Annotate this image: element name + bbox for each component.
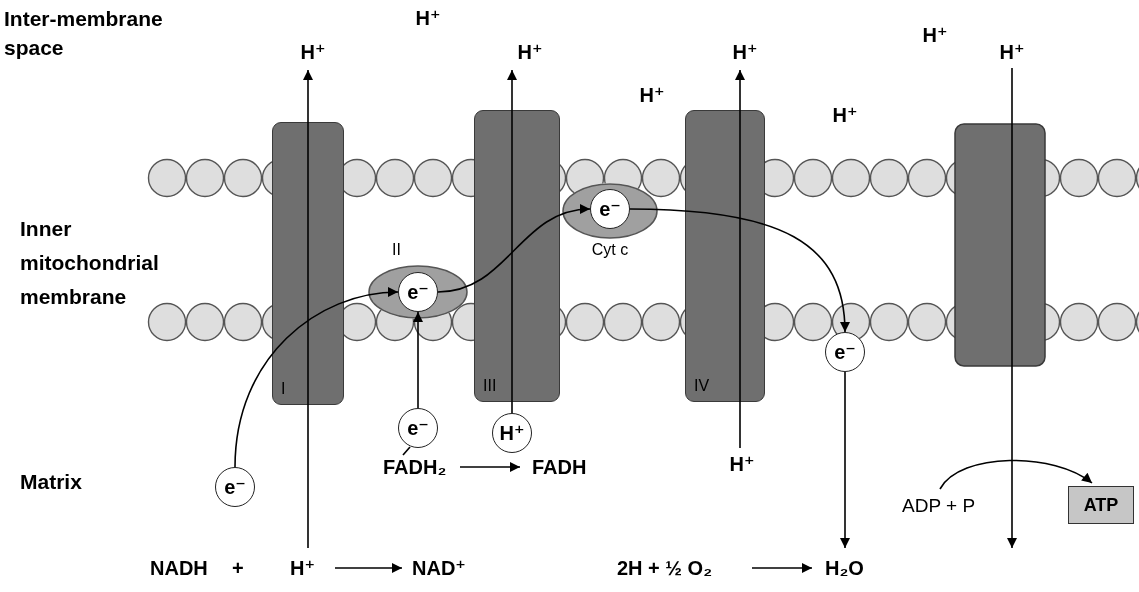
reaction-term: FADH: [532, 455, 586, 479]
phospholipid-head: [225, 304, 262, 341]
atp-label: ATP: [1084, 496, 1119, 514]
phospholipid-head: [909, 160, 946, 197]
phosphorylation-arrow: [940, 460, 1092, 489]
phospholipid-head: [643, 304, 680, 341]
electron-circle: e⁻: [398, 272, 438, 312]
phospholipid-head: [909, 304, 946, 341]
phospholipid-head: [1061, 304, 1098, 341]
proton-label: H⁺: [923, 23, 948, 47]
phospholipid-head: [1137, 304, 1139, 341]
phospholipid-head: [415, 160, 452, 197]
electron-path: [417, 312, 419, 408]
proton-symbol: H⁺: [500, 423, 525, 443]
phospholipid-head: [377, 160, 414, 197]
proton-label: H⁺: [301, 40, 326, 64]
protein-complex: IV: [685, 110, 765, 402]
backing: [685, 110, 765, 402]
atp-box: ATP: [1068, 486, 1134, 524]
carrier-shape: [369, 266, 467, 318]
proton-label: H⁺: [1000, 40, 1025, 64]
phospholipid-head: [567, 304, 604, 341]
reaction-term: H₂O: [825, 556, 864, 580]
electron-symbol: e⁻: [599, 199, 621, 219]
reaction-term: H⁺: [290, 556, 315, 580]
electron-symbol: e⁻: [224, 477, 246, 497]
complex-label: I: [281, 379, 285, 398]
carrier-label: II: [392, 240, 401, 259]
backing: [474, 110, 560, 402]
electron-circle: e⁻: [398, 408, 438, 448]
reaction-term: 2H + ½ O₂: [617, 556, 712, 580]
carrier-shape: [563, 184, 657, 238]
reaction-arrow: [460, 466, 520, 468]
complex-label: III: [483, 376, 496, 395]
phospholipid-head: [605, 304, 642, 341]
backing: [368, 265, 468, 319]
proton-label: H⁺: [833, 103, 858, 127]
phospholipid-head: [149, 304, 186, 341]
proton-label: H⁺: [416, 6, 441, 30]
protein-complex: III: [474, 110, 560, 402]
phospholipid-head: [339, 160, 376, 197]
atp-synthase: [955, 124, 1045, 366]
proton-label: H⁺: [733, 40, 758, 64]
reaction-term: ADP + P: [902, 494, 975, 518]
electron-circle: e⁻: [215, 467, 255, 507]
phospholipid-head: [1099, 160, 1136, 197]
electron-arrow: [844, 372, 846, 548]
reaction-term: NADH: [150, 556, 208, 580]
phospholipid-head: [187, 160, 224, 197]
electron-circle: e⁻: [590, 189, 630, 229]
phospholipid-head: [187, 304, 224, 341]
proton-label: H⁺: [518, 40, 543, 64]
phospholipid-head: [833, 160, 870, 197]
protein-complex: I: [272, 122, 344, 405]
phospholipid-head: [1099, 304, 1136, 341]
electron-symbol: e⁻: [407, 282, 429, 302]
phospholipid-head: [795, 304, 832, 341]
electron-symbol: e⁻: [407, 418, 429, 438]
phospholipid-head: [643, 160, 680, 197]
region-label: Inter-membrane space: [4, 4, 174, 62]
phospholipid-head: [339, 304, 376, 341]
electron-circle: e⁻: [825, 332, 865, 372]
region-label: Inner mitochondrial membrane: [20, 212, 185, 314]
phospholipid-head: [149, 160, 186, 197]
phospholipid-head: [871, 304, 908, 341]
reaction-term: FADH₂: [383, 455, 446, 479]
proton-arrow: [1011, 68, 1013, 548]
leader-line: [403, 447, 410, 455]
proton-label: H⁺: [640, 83, 665, 107]
backing: [272, 122, 344, 405]
reaction-arrow: [335, 567, 402, 569]
phospholipid-head: [871, 160, 908, 197]
reaction-term: NAD⁺: [412, 556, 466, 580]
reaction-arrow: [752, 567, 812, 569]
electron-carrier: Cyt ce⁻: [562, 183, 658, 239]
proton-circle: H⁺: [492, 413, 532, 453]
region-label: Matrix: [20, 470, 82, 494]
phospholipid-head: [795, 160, 832, 197]
electron-carrier: IIe⁻: [368, 265, 468, 319]
complex-label: IV: [694, 376, 709, 395]
complex-backing: [272, 110, 765, 405]
phospholipid-head: [225, 160, 262, 197]
phospholipid-head: [1137, 160, 1139, 197]
proton-label: H⁺: [730, 452, 755, 476]
carrier-label: Cyt c: [592, 240, 628, 259]
backing: [562, 183, 658, 239]
electron-symbol: e⁻: [834, 342, 856, 362]
reaction-term: +: [232, 556, 244, 580]
phospholipid-head: [1061, 160, 1098, 197]
